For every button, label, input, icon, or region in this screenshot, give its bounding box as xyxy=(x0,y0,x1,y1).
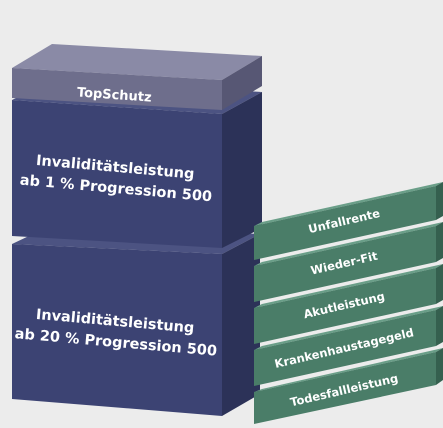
side-block-1: Unfallrente xyxy=(254,182,443,260)
side-block-1-side xyxy=(436,182,443,220)
side-block-2-front xyxy=(254,226,436,302)
top-block-front xyxy=(12,68,222,110)
side-block-3-front xyxy=(254,268,436,344)
main-block-lower-front xyxy=(12,244,222,416)
main-block-upper-front xyxy=(12,100,222,248)
top-block-top xyxy=(12,44,262,80)
side-block-1-front xyxy=(254,186,436,260)
main-block-lower-side xyxy=(222,234,260,416)
top-block-side xyxy=(222,56,262,110)
side-block-5-side xyxy=(436,348,443,385)
side-block-1-top xyxy=(254,182,443,226)
side-block-2-top xyxy=(254,222,443,266)
side-block-3-side xyxy=(436,264,443,304)
side-block-5-front xyxy=(254,352,436,424)
side-block-4-front xyxy=(254,310,436,386)
top-block: TopSchutz xyxy=(12,44,262,110)
side-block-5: Todesfallleistung xyxy=(254,348,443,424)
top-block-label: TopSchutz xyxy=(76,85,152,105)
side-block-2: Wieder-Fit xyxy=(254,222,443,302)
side-block-4-top xyxy=(254,306,443,350)
main-block-upper-side xyxy=(222,92,262,248)
side-block-3: Akutleistung xyxy=(254,264,443,344)
main-block-lower: Invaliditätsleistung ab 20 % Progression… xyxy=(12,226,260,416)
side-block-5-top xyxy=(254,348,443,392)
side-block-3-top xyxy=(254,264,443,308)
side-block-4-side xyxy=(436,306,443,346)
side-block-2-side xyxy=(436,222,443,262)
